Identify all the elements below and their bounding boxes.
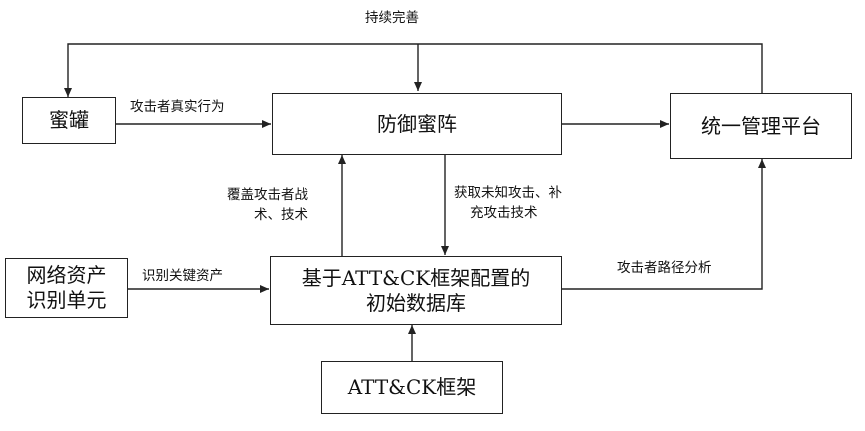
db-to-platform-arrow (562, 159, 766, 290)
attack-path-label: 攻击者路径分析 (617, 260, 712, 276)
initial-db-label-line2: 初始数据库 (365, 290, 466, 315)
obtain-unknown-line1: 获取未知攻击、补 (454, 185, 562, 201)
continuous-improvement-label: 持续完善 (365, 10, 419, 26)
asset-unit-node: 网络资产 识别单元 (5, 258, 128, 318)
platform-label: 统一管理平台 (701, 113, 821, 138)
attck-label: ATT&CK框架 (347, 375, 477, 399)
asset-unit-label-line2: 识别单元 (26, 288, 107, 312)
attck-node: ATT&CK框架 (321, 361, 503, 414)
attacker-behavior-label: 攻击者真实行为 (130, 99, 225, 115)
honeynet-label: 防御蜜阵 (377, 111, 457, 136)
identify-assets-label: 识别关键资产 (142, 268, 223, 284)
honeypot-label: 蜜罐 (49, 108, 89, 132)
asset-unit-label-line1: 网络资产 (26, 263, 107, 287)
feedback-loop-line (64, 43, 763, 97)
obtain-unknown-line2: 充攻击技术 (470, 204, 538, 221)
platform-node: 统一管理平台 (670, 93, 852, 159)
cover-tactics-line1: 覆盖攻击者战 (227, 187, 308, 203)
obtain-unknown-label: 获取未知攻击、补 充攻击技术 (454, 184, 562, 223)
initial-db-label-line1: 基于ATT&CK框架配置的 (301, 265, 531, 290)
initial-db-node: 基于ATT&CK框架配置的 初始数据库 (270, 256, 562, 325)
cover-tactics-line2: 术、技术 (254, 206, 308, 223)
cover-tactics-label: 覆盖攻击者战 术、技术 (227, 186, 308, 225)
honeypot-node: 蜜罐 (22, 97, 116, 144)
honeynet-node: 防御蜜阵 (272, 93, 562, 155)
